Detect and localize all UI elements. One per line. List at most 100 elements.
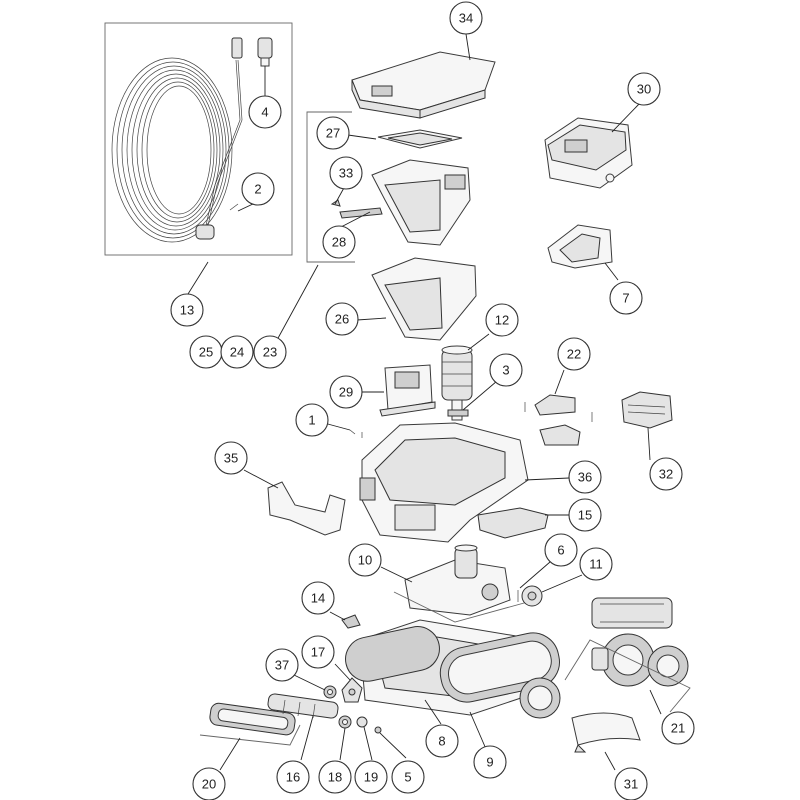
callout-27: 27 — [316, 116, 350, 150]
callout-label: 3 — [502, 363, 509, 378]
callout-21: 21 — [661, 711, 695, 745]
spacer — [356, 716, 368, 728]
callout-label: 8 — [438, 734, 445, 749]
callout-9: 9 — [473, 745, 507, 779]
callout-28: 28 — [322, 225, 356, 259]
callout-label: 21 — [671, 721, 685, 736]
callout-29: 29 — [329, 375, 363, 409]
callout-label: 30 — [637, 82, 651, 97]
callout-label: 23 — [263, 345, 277, 360]
callout-circle — [329, 375, 363, 409]
callout-label: 26 — [335, 312, 349, 327]
callout-circle — [265, 648, 299, 682]
callout-label: 20 — [202, 777, 216, 792]
callout-label: 19 — [364, 770, 378, 785]
motor-block-cover — [477, 507, 549, 539]
filter-basket — [371, 257, 477, 341]
callout-26: 26 — [325, 302, 359, 336]
callout-label: 29 — [339, 385, 353, 400]
motor-frame-line — [393, 591, 536, 623]
callout-circle — [557, 337, 591, 371]
callout-label: 24 — [230, 345, 244, 360]
callout-circle — [568, 498, 602, 532]
callout-label: 35 — [224, 451, 238, 466]
brush-bracket — [341, 677, 363, 703]
power-cable-coil — [111, 37, 243, 243]
callout-4: 4 — [248, 95, 282, 129]
callout-circle — [649, 457, 683, 491]
callout-22: 22 — [557, 337, 591, 371]
wheel-front — [519, 677, 561, 719]
callout-circle — [276, 760, 310, 794]
callout-circle — [301, 581, 335, 615]
callout-circle — [449, 1, 483, 35]
callout-label: 11 — [589, 557, 603, 572]
drive-gear — [521, 585, 543, 607]
callout-label: 4 — [261, 105, 268, 120]
motor-unit — [404, 544, 511, 616]
top-cover — [351, 51, 496, 119]
callout-label: 10 — [358, 553, 372, 568]
callout-circle — [192, 767, 226, 800]
callout-17: 17 — [301, 635, 335, 669]
cable-clip — [341, 614, 361, 629]
callout-label: 15 — [578, 508, 592, 523]
callout-18: 18 — [318, 760, 352, 794]
filter-kit-bracket — [306, 111, 355, 263]
callout-circle — [348, 543, 382, 577]
callout-circle — [253, 335, 287, 369]
callout-circle — [473, 745, 507, 779]
callout-16: 16 — [276, 760, 310, 794]
callout-circle — [609, 281, 643, 315]
front-lid — [547, 224, 613, 269]
drive-track — [345, 626, 560, 703]
callout-label: 34 — [459, 11, 473, 26]
callout-32: 32 — [649, 457, 683, 491]
callout-label: 1 — [308, 413, 315, 428]
callout-24: 24 — [220, 335, 254, 369]
callout-circle — [661, 711, 695, 745]
callout-3: 3 — [489, 353, 523, 387]
callout-8: 8 — [425, 724, 459, 758]
callout-circle — [241, 172, 275, 206]
main-housing — [359, 422, 529, 543]
callout-label: 33 — [339, 166, 353, 181]
callout-2: 2 — [241, 172, 275, 206]
callout-5: 5 — [391, 760, 425, 794]
callout-1: 1 — [295, 403, 329, 437]
callout-19: 19 — [354, 760, 388, 794]
callout-label: 31 — [624, 777, 638, 792]
callout-label: 2 — [254, 182, 261, 197]
callout-circle — [329, 156, 363, 190]
callout-35: 35 — [214, 441, 248, 475]
callout-label: 37 — [275, 658, 289, 673]
callout-37: 37 — [265, 648, 299, 682]
callout-12: 12 — [485, 303, 519, 337]
callout-25: 25 — [189, 335, 223, 369]
brush-frame — [199, 724, 301, 746]
callout-label: 14 — [311, 591, 325, 606]
callout-circle — [316, 116, 350, 150]
callout-circle — [544, 533, 578, 567]
callout-circle — [485, 303, 519, 337]
filter-mesh — [339, 207, 383, 219]
swivel-connector — [257, 37, 273, 67]
callout-label: 28 — [332, 235, 346, 250]
callout-14: 14 — [301, 581, 335, 615]
filter-cartridge — [621, 391, 673, 429]
washer — [374, 726, 382, 734]
filter-lid — [377, 129, 463, 149]
callout-7: 7 — [609, 281, 643, 315]
callout-circle — [214, 441, 248, 475]
callout-label: 27 — [326, 126, 340, 141]
callout-10: 10 — [348, 543, 382, 577]
callout-circle — [627, 72, 661, 106]
side-bumper — [267, 481, 346, 536]
brush — [209, 702, 296, 736]
side-panel — [571, 712, 641, 753]
callout-label: 5 — [404, 770, 411, 785]
callout-circle — [391, 760, 425, 794]
callout-15: 15 — [568, 498, 602, 532]
